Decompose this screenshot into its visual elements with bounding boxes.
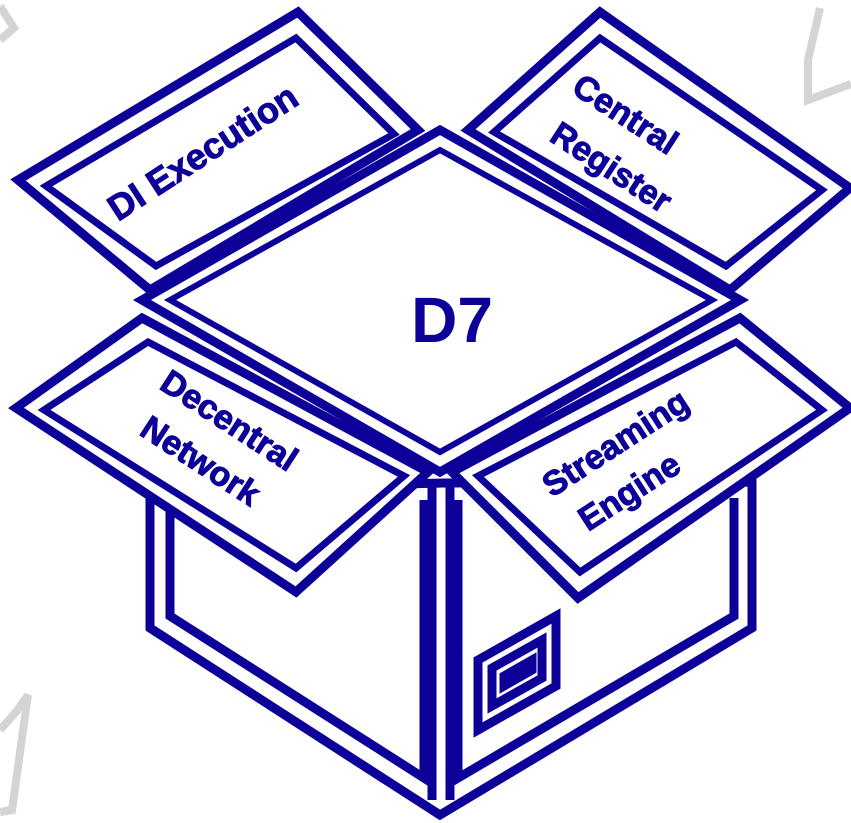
flap-top-right-outer — [460, 6, 851, 296]
right-face-line-1 — [453, 498, 739, 786]
ghost-bottom-left — [0, 692, 32, 816]
shipping-label-inner — [499, 652, 537, 694]
opening-inner — [163, 146, 719, 456]
box-body — [145, 477, 757, 821]
flap-top-right: Central Register — [460, 6, 851, 296]
flap-bottom-right-outer — [444, 312, 851, 604]
flap-bottom-left: Decentral Network — [8, 312, 436, 598]
left-face-line-2 — [147, 624, 443, 819]
center-label: D7 — [411, 284, 493, 356]
shipping-label — [473, 608, 561, 738]
flap-top-right-inner — [488, 33, 828, 271]
ghost-top-left — [0, 3, 20, 44]
flap-bottom-left-outer — [8, 312, 436, 598]
flap-bottom-right-inner — [472, 337, 828, 577]
ghost-top-right — [804, 7, 851, 106]
shipping-label-outer — [473, 608, 561, 738]
left-face-line-1 — [165, 498, 429, 787]
flap-bottom-left-inner — [37, 337, 411, 573]
ghost-shapes — [0, 3, 851, 816]
opening-outer — [132, 124, 750, 478]
shipping-label-middle — [487, 632, 547, 714]
flap-top-left-outer — [10, 6, 426, 296]
box-top-opening — [132, 124, 750, 478]
flap-top-left-inner — [39, 33, 400, 271]
